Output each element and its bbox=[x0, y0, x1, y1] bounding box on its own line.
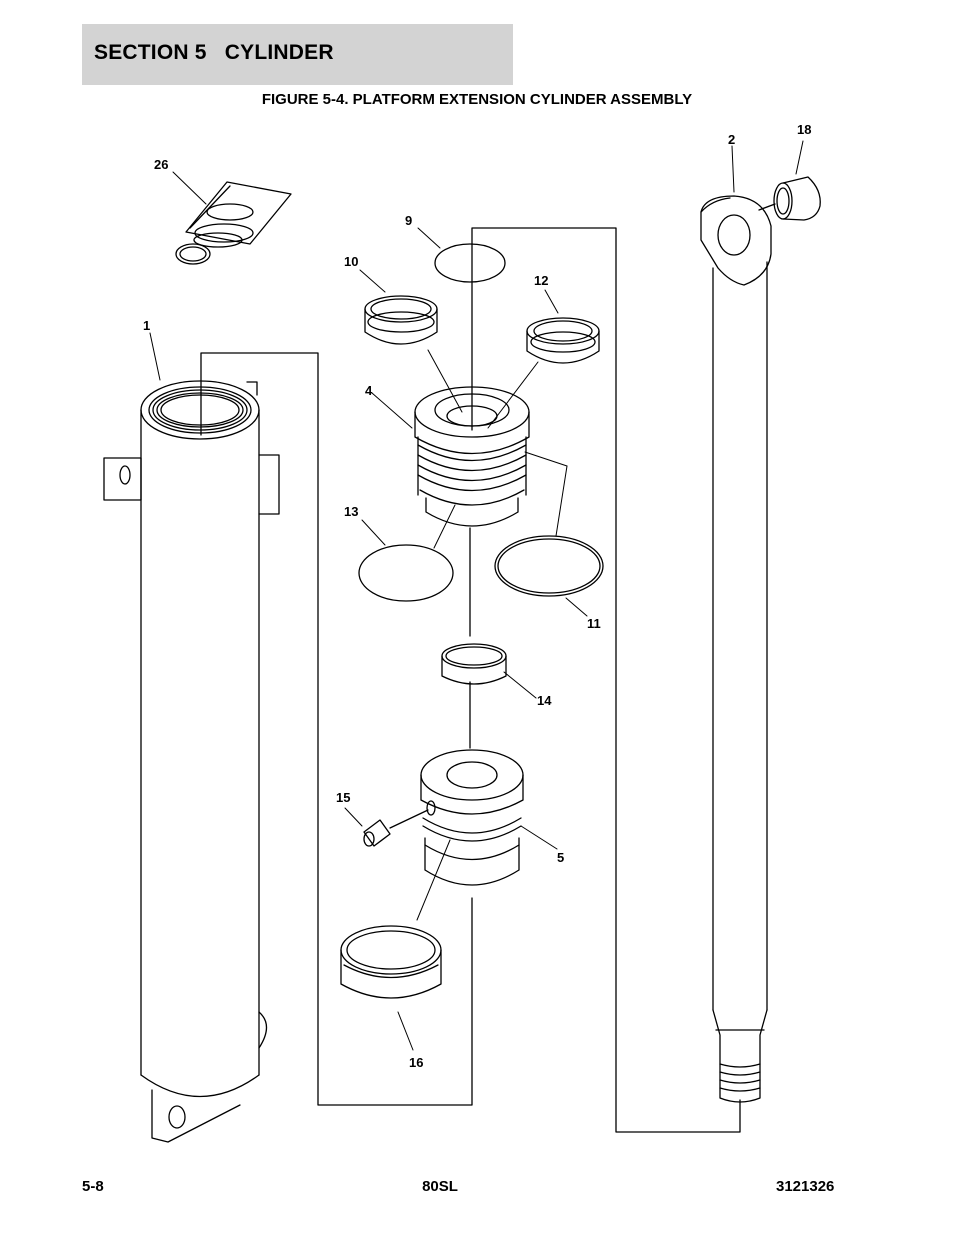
callout-12: 12 bbox=[534, 273, 549, 288]
callout-4: 4 bbox=[365, 383, 373, 398]
rod-seal-12 bbox=[526, 317, 600, 364]
callout-2: 2 bbox=[728, 132, 736, 147]
callout-11: 11 bbox=[587, 616, 601, 631]
seal-kit-26 bbox=[175, 181, 292, 265]
oring-13 bbox=[358, 544, 454, 602]
callout-9: 9 bbox=[405, 213, 413, 228]
callout-26: 26 bbox=[154, 157, 169, 172]
figure-title: FIGURE 5-4. PLATFORM EXTENSION CYLINDER … bbox=[261, 91, 693, 108]
rod-2 bbox=[700, 195, 772, 1103]
section-banner: SECTION 5 CYLINDER bbox=[82, 24, 513, 85]
callout-14: 14 bbox=[537, 693, 552, 708]
footer-doc-number: 3121326 bbox=[776, 1178, 835, 1195]
wiper-10 bbox=[364, 295, 438, 345]
head-4 bbox=[414, 386, 530, 527]
callout-15: 15 bbox=[336, 790, 351, 805]
assembly-guide-lines bbox=[200, 227, 741, 1133]
leader-lines bbox=[149, 140, 804, 1051]
piston-5 bbox=[420, 749, 524, 886]
bushing-18 bbox=[758, 176, 821, 221]
oring-9 bbox=[434, 243, 506, 283]
footer-page-number: 5-8 bbox=[82, 1178, 104, 1195]
callout-16: 16 bbox=[409, 1055, 424, 1070]
callout-10: 10 bbox=[344, 254, 359, 269]
callout-5: 5 bbox=[557, 850, 565, 865]
backup-ring-11-inner bbox=[497, 538, 601, 594]
callout-18: 18 bbox=[797, 122, 812, 137]
piston-seal-16 bbox=[340, 925, 442, 999]
callout-13: 13 bbox=[344, 504, 359, 519]
footer-model: 80SL bbox=[422, 1178, 458, 1195]
wear-ring-14 bbox=[441, 643, 507, 685]
set-screw-15 bbox=[363, 809, 429, 847]
barrel-1 bbox=[103, 380, 280, 1143]
section-title: SECTION 5 CYLINDER bbox=[94, 41, 334, 64]
callout-1: 1 bbox=[143, 318, 151, 333]
backup-ring-11 bbox=[494, 535, 604, 597]
